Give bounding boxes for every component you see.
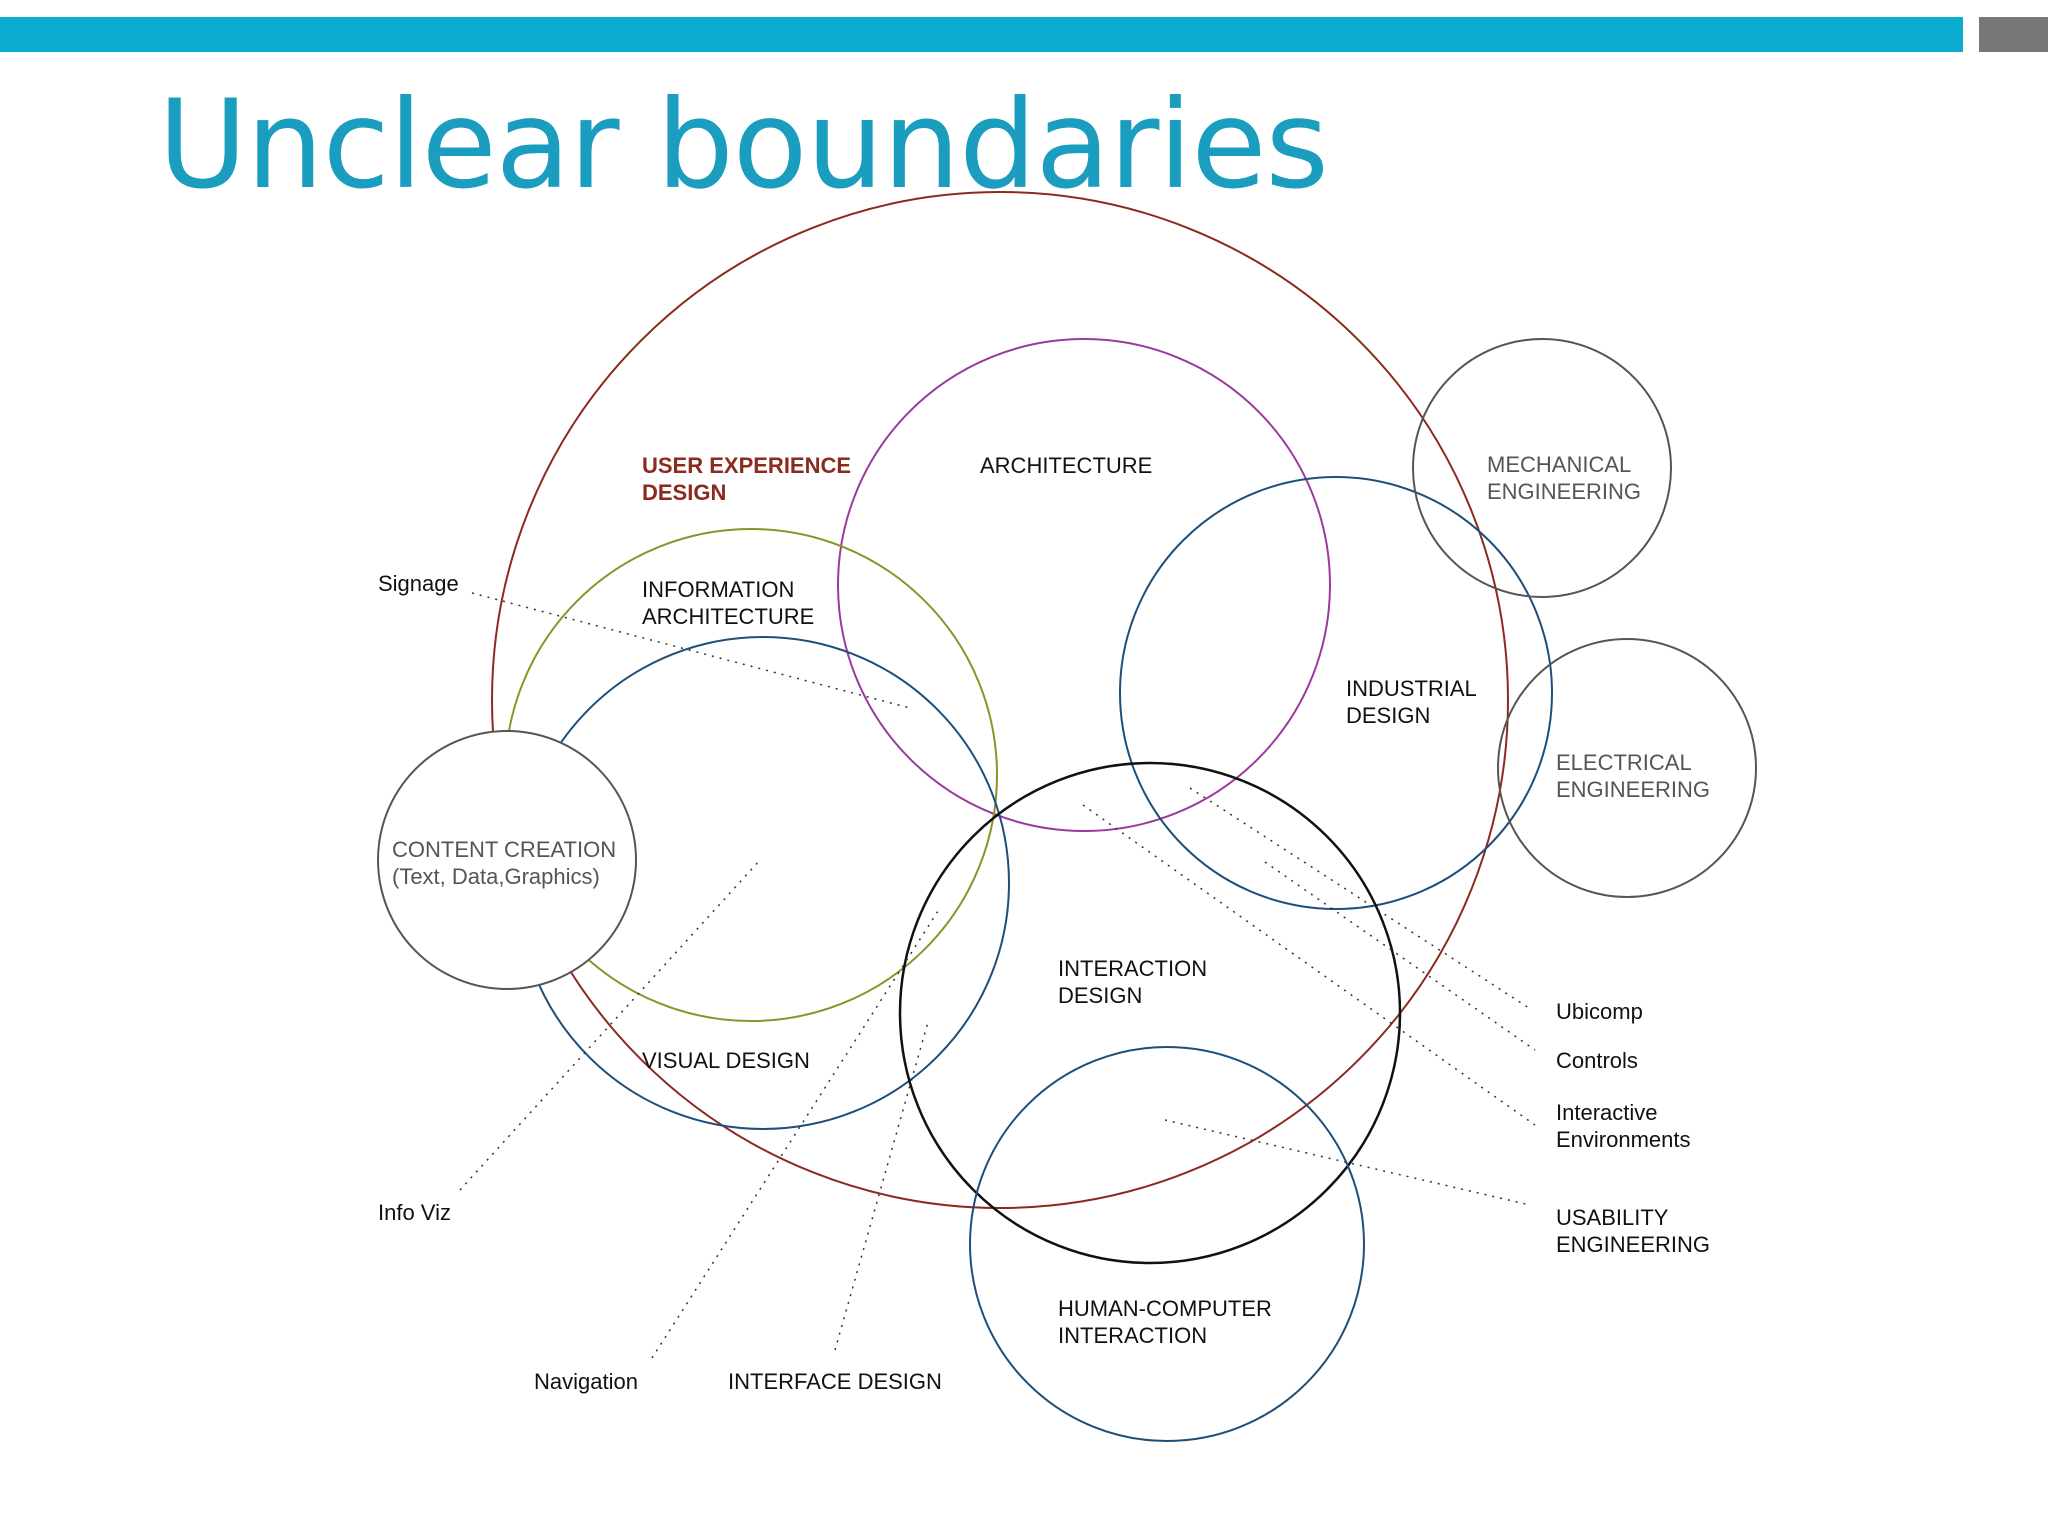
circle-interaction-design [898,761,1402,1265]
circle-content-creation [377,730,637,990]
label-visual-design: VISUAL DESIGN [642,1048,810,1073]
label-line: DESIGN [642,480,726,505]
label-line: USABILITY [1556,1205,1669,1230]
callout-signage: Signage [378,571,459,596]
label-line: ELECTRICAL [1556,750,1692,775]
label-line: INTERFACE DESIGN [728,1369,942,1394]
label-line: INFORMATION [642,577,794,602]
label-line: ARCHITECTURE [980,453,1152,478]
circle-mechanical-engineering [1412,338,1672,598]
callout-ubicomp: Ubicomp [1556,999,1643,1024]
label-line: Navigation [534,1369,638,1394]
label-architecture: ARCHITECTURE [980,453,1152,478]
callout-controls: Controls [1556,1048,1638,1073]
leader-usability-engineering [1164,1119,1531,1206]
top-accent-bar [0,17,1963,52]
label-line: ENGINEERING [1556,777,1710,802]
slide-title: Unclear boundaries [158,74,1329,216]
label-line: Ubicomp [1556,999,1643,1024]
label-line: Controls [1556,1048,1638,1073]
label-line: INDUSTRIAL [1346,676,1477,701]
circle-human-computer-interaction [969,1046,1365,1442]
label-line: ARCHITECTURE [642,604,814,629]
corner-block [1979,17,2048,52]
circle-user-experience-design [491,191,1509,1209]
label-line: MECHANICAL [1487,452,1631,477]
label-line: HUMAN-COMPUTER [1058,1296,1272,1321]
label-content-creation: CONTENT CREATION(Text, Data,Graphics) [392,837,616,889]
label-line: INTERACTION [1058,1323,1207,1348]
circle-architecture [837,338,1331,832]
label-line: DESIGN [1346,703,1430,728]
callout-interface-design: INTERFACE DESIGN [728,1369,942,1394]
circle-industrial-design [1119,476,1553,910]
circle-electrical-engineering [1497,638,1757,898]
label-line: USER EXPERIENCE [642,453,851,478]
label-line: (Text, Data,Graphics) [392,864,600,889]
label-line: VISUAL DESIGN [642,1048,810,1073]
label-line: Info Viz [378,1200,451,1225]
callout-navigation: Navigation [534,1369,638,1394]
label-line: ENGINEERING [1556,1232,1710,1257]
label-line: CONTENT CREATION [392,837,616,862]
leader-ubicomp [1189,787,1533,1011]
callout-info-viz: Info Viz [378,1200,451,1225]
label-line: DESIGN [1058,983,1142,1008]
leader-navigation [651,907,941,1359]
label-line: ENGINEERING [1487,479,1641,504]
label-line: Interactive [1556,1100,1658,1125]
label-line: INTERACTION [1058,956,1207,981]
leader-signage [471,592,911,709]
leader-interface-design [834,1021,929,1351]
label-line: Environments [1556,1127,1691,1152]
label-line: Signage [378,571,459,596]
